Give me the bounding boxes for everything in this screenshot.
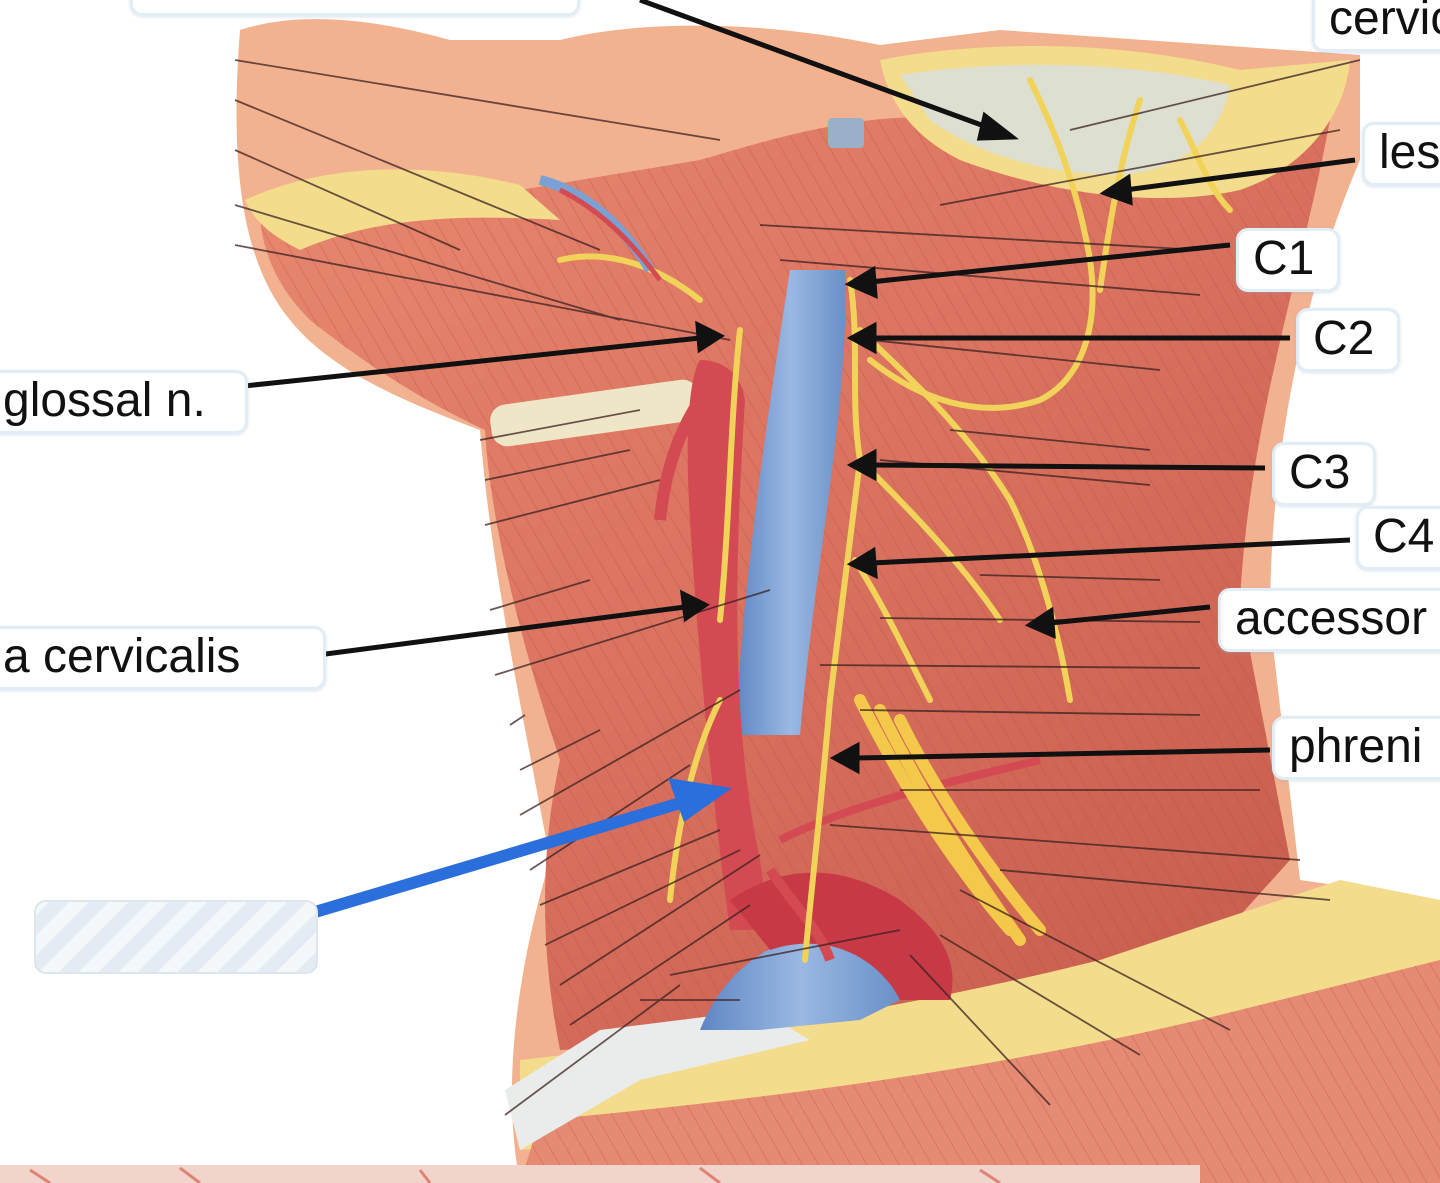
label-c4: C4 — [1356, 506, 1440, 570]
hidden-answer-box[interactable] — [34, 900, 318, 974]
label-ansa: a cervicalis — [0, 626, 326, 690]
label-les-text: les — [1379, 126, 1440, 179]
brachiocephalic-vein — [700, 935, 900, 1030]
label-cervic-text: cervic — [1329, 0, 1440, 45]
label-c2: C2 — [1296, 308, 1400, 372]
leader-lines — [234, 59, 1361, 1116]
shoulder-fat — [520, 880, 1440, 1150]
hyoid-bone — [490, 379, 700, 447]
label-phreni-text: phreni — [1289, 720, 1423, 773]
label-glossal-text: glossal n. — [3, 374, 206, 427]
label-c1-text: C1 — [1253, 232, 1315, 285]
label-ansa-text: a cervicalis — [3, 630, 241, 683]
highlight-arrow — [299, 778, 732, 921]
label-c3-text: C3 — [1289, 446, 1351, 499]
label-les: les — [1362, 122, 1440, 186]
label-c4-text: C4 — [1373, 510, 1435, 563]
label-c1: C1 — [1236, 228, 1340, 292]
common-carotid-artery — [687, 360, 770, 930]
clavicle — [505, 1010, 810, 1150]
label-cervic: cervic — [1312, 0, 1440, 52]
label-accessor: accessor — [1218, 588, 1440, 652]
internal-jugular-vein — [735, 270, 846, 735]
label-glossal: glossal n. — [0, 370, 248, 434]
label-accessor-text: accessor — [1235, 592, 1428, 645]
pointer-arrows — [224, 0, 1356, 775]
label-c3: C3 — [1272, 442, 1376, 506]
brachial-plexus — [854, 694, 1046, 946]
label-phreni: phreni — [1272, 716, 1440, 780]
label-c2-text: C2 — [1313, 312, 1375, 365]
label-top-left-cropped — [130, 0, 580, 16]
